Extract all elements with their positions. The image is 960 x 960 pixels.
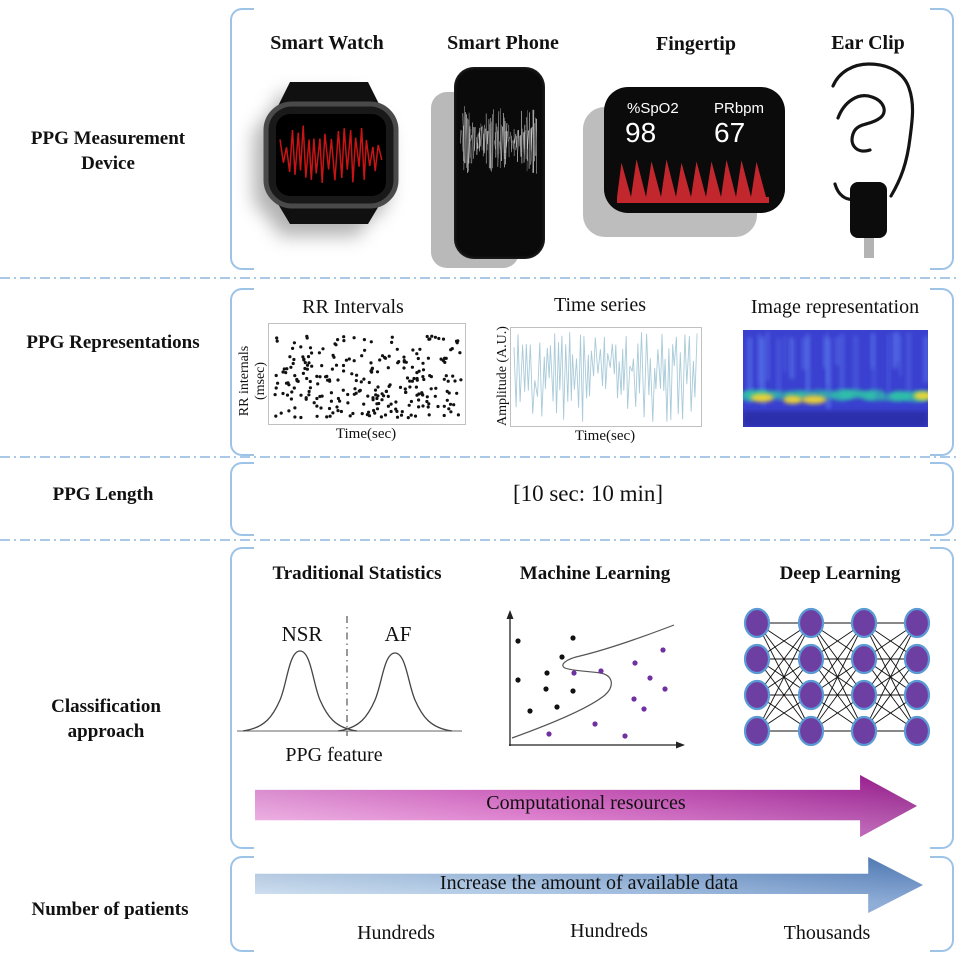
phone-ppg-waveform [460, 106, 538, 174]
oximeter-pulse-waveform [617, 159, 769, 203]
fingertip-title: Fingertip [656, 33, 736, 55]
bracket-length-right [930, 462, 954, 536]
label-line: PPG Measurement [30, 128, 186, 149]
watch-ppg-waveform [279, 125, 383, 183]
data-growth-label: Increase the amount of available data [439, 872, 739, 894]
ml-y-axis-arrow [506, 610, 514, 619]
ts-y-axis-label: Amplitude (A.U.) [495, 326, 510, 426]
ppg-feature-label: PPG feature [285, 744, 383, 766]
smart-phone-title: Smart Phone [447, 32, 559, 54]
traditional-statistics-title: Traditional Statistics [272, 563, 442, 584]
scalogram-graphic [738, 330, 938, 427]
rr-y-axis-label: RR internals (msec) [237, 345, 268, 417]
label-classification-approach: Classification approach [8, 694, 204, 744]
rr-scatter [273, 334, 463, 420]
ts-x-axis-label: Time(sec) [574, 428, 636, 444]
label-ppg-measurement-device: PPG Measurement Device [8, 126, 208, 176]
label-line: Device [81, 153, 135, 174]
label-ppg-representations: PPG Representations [26, 332, 200, 353]
row-separator [0, 539, 958, 541]
label-line: Classification [51, 696, 161, 717]
af-distribution-curve [337, 652, 453, 732]
smart-phone-illustration [428, 64, 554, 276]
ear-clip-sensor [850, 182, 887, 238]
ml-decision-boundary [511, 624, 675, 739]
time-series-plot [510, 327, 702, 427]
rr-intervals-title: RR Intervals [302, 296, 404, 318]
machine-learning-illustration [500, 605, 690, 755]
time-series-title: Time series [553, 294, 647, 316]
scalogram-bottom-band [743, 410, 928, 427]
smart-watch-graphic [263, 82, 399, 224]
pr-label: PRbpm [714, 100, 765, 117]
row-separator [0, 277, 958, 279]
bracket-length-left [230, 462, 254, 536]
ear-clip-title: Ear Clip [831, 32, 905, 54]
ml-scatter-graphic [506, 610, 685, 749]
row-separator [0, 456, 958, 458]
spo2-label: %SpO2 [627, 100, 679, 117]
ppg-length-value: [10 sec: 10 min] [512, 481, 664, 506]
ear-clip-illustration [800, 60, 935, 262]
label-ppg-length: PPG Length [52, 484, 154, 505]
patients-count-traditional: Hundreds [357, 922, 435, 944]
label-number-of-patients: Number of patients [31, 899, 189, 920]
ear-clip-stem [864, 236, 874, 258]
bracket-representations-right [930, 288, 954, 456]
scalogram-image [738, 330, 938, 427]
distributions-graphic [237, 616, 462, 736]
image-representation-title: Image representation [750, 296, 920, 318]
ear-clip-graphic [831, 62, 915, 258]
bracket-devices-right [930, 8, 954, 270]
bracket-devices-left [230, 8, 254, 270]
oximeter-body: %SpO2 PRbpm 98 67 [604, 87, 785, 213]
nsr-label: NSR [281, 622, 323, 646]
fingertip-oximeter-illustration: %SpO2 PRbpm 98 67 [580, 84, 792, 242]
rr-intervals-plot [268, 323, 466, 425]
watch-screen [276, 114, 386, 196]
ml-x-axis-arrow [676, 741, 685, 749]
rr-x-axis-label: Time(sec) [335, 426, 397, 442]
neural-network-graphic [743, 607, 931, 747]
nsr-distribution-curve [242, 650, 358, 732]
bracket-classification-right [930, 547, 954, 849]
ear-inner-fold [836, 94, 886, 153]
spo2-value: 98 [625, 117, 657, 148]
ear-outer-helix [831, 62, 915, 198]
watch-bottom-strap [278, 204, 380, 224]
pr-value: 67 [714, 117, 746, 148]
computational-resources-label: Computational resources [486, 792, 686, 814]
patients-count-ml: Hundreds [570, 920, 648, 942]
traditional-statistics-illustration [235, 608, 465, 773]
deep-learning-illustration [738, 598, 933, 748]
bracket-patients-right [930, 856, 954, 952]
bracket-patients-left [230, 856, 254, 952]
smart-watch-illustration [256, 78, 402, 226]
time-series-waveform [513, 332, 698, 422]
af-label: AF [384, 622, 412, 646]
label-line: approach [67, 721, 145, 742]
bracket-classification-left [230, 547, 254, 849]
machine-learning-title: Machine Learning [519, 563, 671, 584]
smart-watch-title: Smart Watch [270, 32, 384, 54]
deep-learning-title: Deep Learning [779, 563, 901, 584]
watch-top-strap [278, 82, 380, 106]
bracket-representations-left [230, 288, 254, 456]
patients-count-dl: Thousands [783, 922, 871, 944]
phone-body [454, 67, 545, 259]
